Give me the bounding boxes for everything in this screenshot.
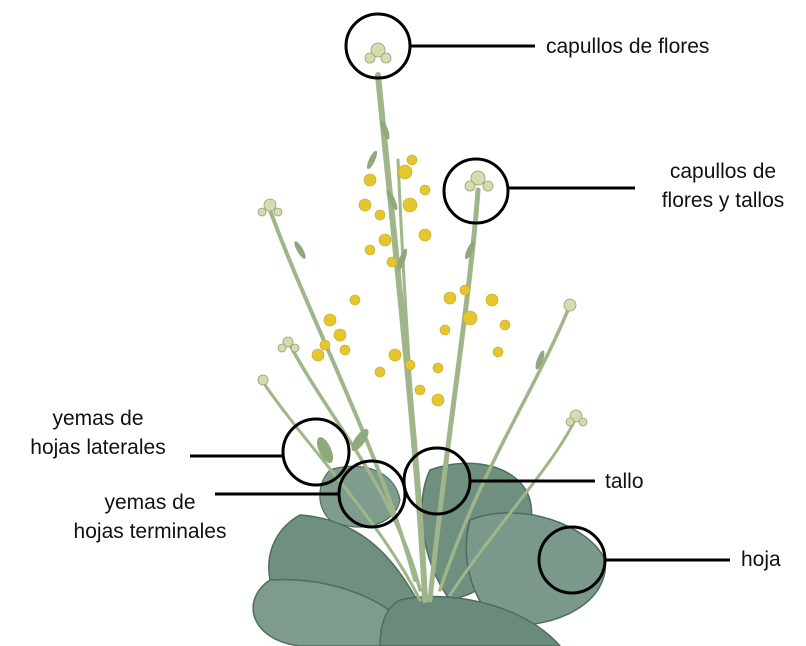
label-stem: tallo (605, 467, 644, 496)
label-lateral-buds-line2: hojas laterales (4, 433, 192, 462)
label-flower-buds-stems-line1: capullos de (643, 157, 803, 186)
label-terminal-buds-line2: hojas terminales (50, 517, 250, 546)
label-leaf: hoja (741, 545, 781, 574)
label-terminal-buds-line1: yemas de (50, 488, 250, 517)
label-flower-buds-stems: capullos de flores y tallos (643, 157, 803, 215)
callouts (190, 14, 730, 593)
label-flower-buds-stems-line2: flores y tallos (643, 186, 803, 215)
label-flower-buds: capullos de flores (546, 32, 709, 61)
label-lateral-buds-line1: yemas de (4, 404, 192, 433)
label-lateral-buds: yemas de hojas laterales (4, 404, 192, 462)
basal-leaves (253, 463, 605, 646)
label-terminal-buds: yemas de hojas terminales (50, 488, 250, 546)
